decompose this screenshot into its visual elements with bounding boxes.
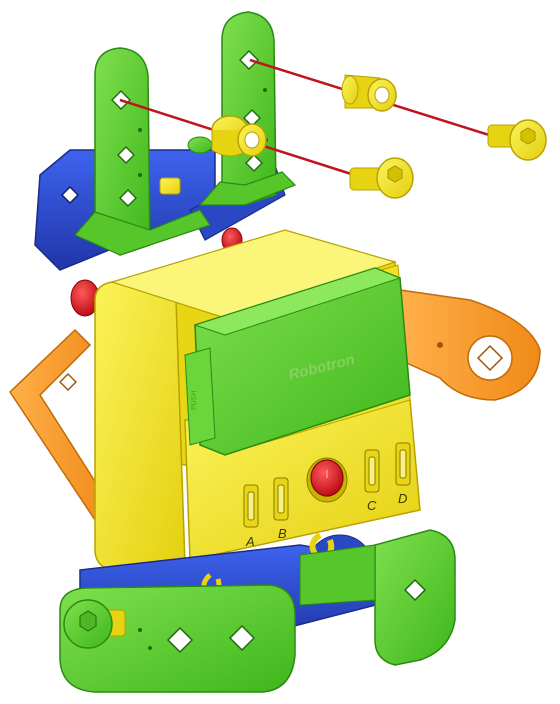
connector-peg <box>342 75 396 111</box>
port-label-d: D <box>398 491 407 506</box>
thumb-screw <box>488 120 546 160</box>
side-marking: PUSH <box>191 391 198 410</box>
right-orange-arm <box>400 290 540 400</box>
port-label-a: A <box>245 534 255 549</box>
port-label-c: C <box>367 498 377 513</box>
power-button <box>307 458 347 502</box>
thumb-screw <box>350 158 413 198</box>
port-label-b: B <box>278 526 287 541</box>
